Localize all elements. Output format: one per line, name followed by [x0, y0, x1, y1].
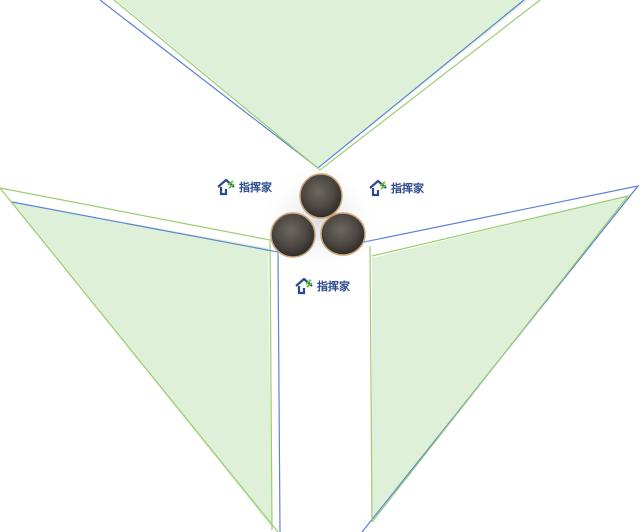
watermark-text: 指挥家 — [239, 181, 272, 194]
watermark-logo: 指挥家 — [294, 275, 350, 297]
top-triangle-fill — [116, 0, 528, 168]
seed-cluster — [258, 162, 382, 278]
house-logo-icon — [217, 178, 235, 196]
right-triangle — [361, 185, 640, 532]
top-triangle — [99, 0, 541, 171]
seed-top — [299, 173, 343, 219]
seed-right — [320, 212, 366, 256]
house-logo-icon — [295, 277, 313, 295]
seed-left — [270, 212, 316, 258]
right-triangle-inner-edge — [369, 245, 373, 523]
watermark-logo: 指挥家 — [216, 176, 272, 198]
left-triangle-hypotenuse — [0, 187, 279, 532]
house-logo-icon — [369, 179, 387, 197]
watermark-logo: 指挥家 — [368, 177, 424, 199]
watermark-text: 指挥家 — [391, 182, 424, 195]
right-triangle-green-edge — [371, 195, 630, 523]
watermark-text: 指挥家 — [317, 280, 350, 293]
left-triangle — [0, 187, 281, 532]
